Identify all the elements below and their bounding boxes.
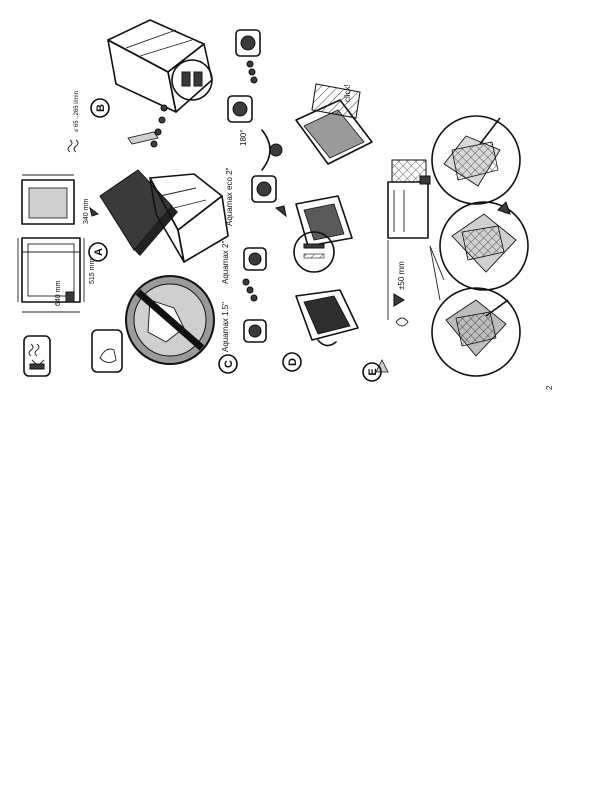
click-label: click!: [343, 84, 352, 102]
water-level-icon: [393, 293, 405, 307]
flow-rate-icon: [23, 335, 51, 377]
water-line: [375, 240, 409, 373]
dim-340: 340 mm: [83, 199, 90, 224]
rotate-arrow-icon: [261, 129, 271, 171]
rotate-angle-label: 180°: [239, 129, 248, 146]
filter-lid-assembly: [89, 169, 229, 263]
flow-label-b: ≤ 65 ..265 l/min: [67, 91, 80, 153]
svg-text:≤ 65 ..265 l/min: ≤ 65 ..265 l/min: [74, 91, 80, 132]
prohibited-icon: [125, 275, 215, 365]
pump-15: [243, 319, 267, 343]
section-a: 640 mm 515 mm 340 mm A: [17, 169, 238, 377]
svg-text:B: B: [95, 104, 107, 112]
hose-fittings: [127, 104, 168, 148]
section-d-badge: D: [282, 352, 302, 372]
section-e: ±50 mm E: [362, 115, 529, 382]
depth-label: ±50 mm: [397, 261, 406, 290]
hand-gesture-icon: [91, 329, 123, 373]
detail-circle-1: [431, 115, 521, 205]
cassette-remove: [295, 289, 359, 347]
arrow-icon: [274, 205, 287, 218]
dim-640: 640 mm: [55, 281, 62, 306]
detail-circle-3: [431, 287, 521, 377]
cassette-open: click!: [295, 83, 373, 165]
svg-text:C: C: [223, 360, 235, 368]
svg-text:E: E: [367, 368, 379, 375]
section-c-badge: C: [218, 354, 238, 374]
flow-icon: [67, 139, 79, 153]
lift-arrow-icon: [89, 206, 100, 217]
rotate-arrow-icon-d: [317, 339, 337, 347]
pump-eco-label: Aquamax eco 2": [225, 167, 234, 226]
pond-wall: [387, 159, 431, 239]
cassette-insert: [293, 195, 353, 273]
section-b-badge: B: [90, 98, 110, 118]
dim-515: 515 mm: [89, 259, 96, 284]
pump-eco: [251, 175, 287, 218]
pump-2: [242, 247, 267, 302]
page-number: 2: [545, 385, 554, 390]
filter-side-view: [21, 174, 75, 225]
pump-15-label: Aquamax 1.5": [221, 302, 230, 352]
section-b: ≤ 65 ..265 l/min B: [67, 19, 213, 153]
pump-top: [235, 29, 261, 84]
filter-box-b: [107, 19, 213, 113]
svg-text:D: D: [287, 358, 299, 366]
section-d: click! D: [282, 83, 373, 372]
section-e-badge: E: [362, 362, 382, 382]
section-a-badge: A: [88, 242, 108, 262]
pump-rotate: [227, 95, 283, 171]
arrow-icon-e: [497, 201, 511, 215]
plant-icon: [395, 317, 409, 327]
svg-text:A: A: [93, 248, 105, 256]
section-c: Aquamax 1.5" Aquamax 2" Aquamax eco 2" 1…: [221, 29, 287, 352]
detail-circle-2: [439, 201, 529, 291]
filter-front-view: [17, 237, 85, 313]
pump-2-label: Aquamax 2": [221, 241, 230, 284]
